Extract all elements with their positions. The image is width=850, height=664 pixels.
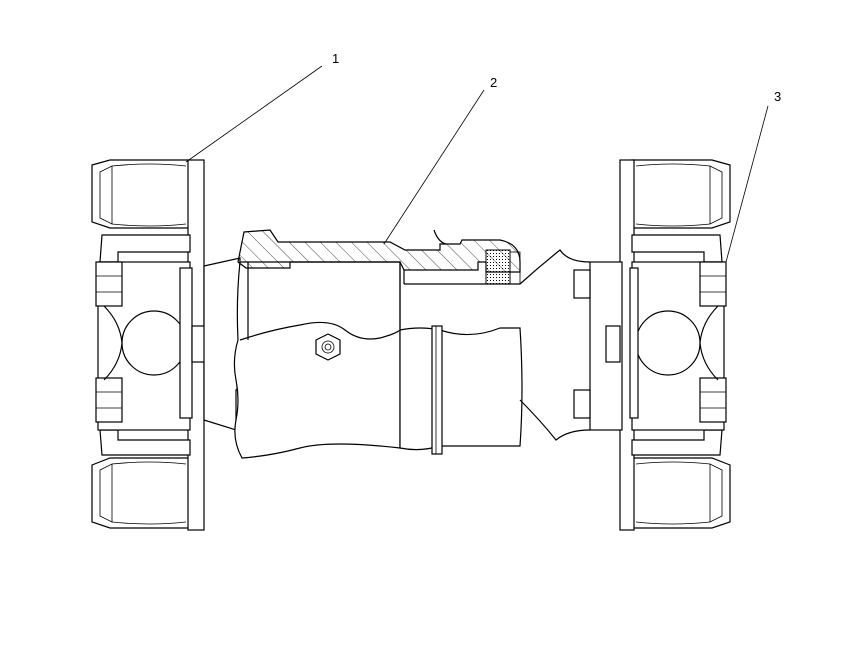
callout-2: 2 [490,75,497,90]
right-universal-joint [573,159,731,531]
left-cross-body [95,234,215,456]
right-flange-bolt-bottom [573,389,591,419]
callout-3: 3 [774,89,781,104]
right-bolt-head-top [699,261,727,307]
grease-fitting [315,333,341,361]
right-top-bearing-cap [631,159,731,229]
left-top-bearing-cap [91,159,191,229]
right-flange-bolt-top [573,269,591,299]
leader-line-3 [725,105,769,263]
left-bolt-head-bottom [95,377,123,423]
slip-seal [485,249,511,285]
left-bottom-bearing-cap [91,457,191,529]
left-bolt-head-top [95,261,123,307]
leader-line-1 [185,65,323,163]
left-trunnion-bore [121,310,187,376]
right-cross-body [629,234,727,456]
leader-line-2 [383,89,485,245]
callout-leaders [185,65,769,263]
left-universal-joint [91,159,253,531]
callout-1: 1 [332,51,339,66]
right-trunnion-bore [635,310,701,376]
drive-tube [399,325,523,455]
slip-yoke-assembly [233,229,591,459]
right-bottom-bearing-cap [631,457,731,529]
right-bolt-head-bottom [699,377,727,423]
